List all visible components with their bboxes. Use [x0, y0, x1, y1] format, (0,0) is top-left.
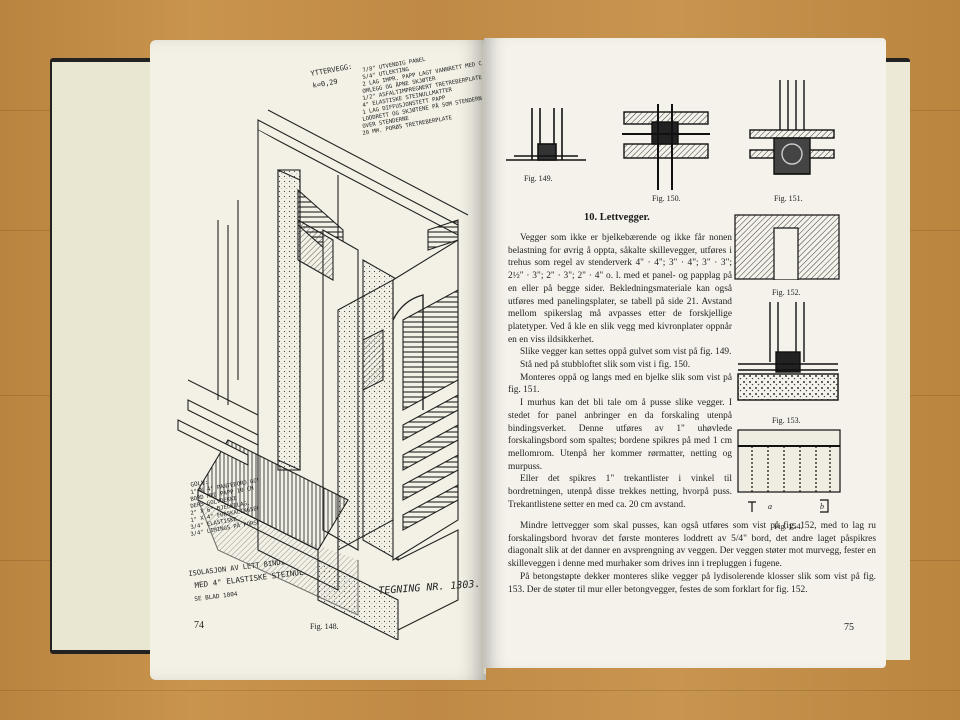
book-cover-left-edge: [52, 62, 162, 650]
fig-154-caption: Fig. 154.: [774, 522, 803, 531]
fig-152-drawing: [734, 214, 840, 280]
wall-notes-title: YTTERVEGG:: [310, 62, 353, 78]
fig-150-caption: Fig. 150.: [652, 194, 681, 203]
body-paragraph: I murhus kan det bli tale om å pusse sli…: [508, 398, 732, 472]
right-page-number: 75: [844, 622, 854, 633]
section-body: Vegger som ikke er bjelkebærende og ikke…: [508, 232, 732, 511]
body-paragraph: Slike vegger kan settes oppå gulvet som …: [520, 347, 732, 358]
section-heading: 10. Lettvegger.: [584, 212, 650, 223]
fig-150-drawing: [622, 104, 710, 190]
body-paragraph: Stå ned på stubbloftet slik som vist i f…: [520, 360, 691, 371]
body-paragraph: Eller det spikres 1" trekantlister i vin…: [508, 474, 732, 510]
fig-154-drawing: [737, 429, 841, 513]
body-paragraph: På betongstøpte dekker monteres slike ve…: [508, 571, 876, 595]
left-page-number: 74: [194, 620, 204, 631]
body-paragraph: Monteres oppå og langs med en bjelke sli…: [508, 372, 732, 396]
fig-151-caption: Fig. 151.: [774, 194, 803, 203]
wall-construction-drawing: [177, 109, 469, 640]
fig-148-caption: Fig. 148.: [310, 622, 339, 631]
fig-149-drawing: [506, 108, 586, 161]
fig-151-drawing: [749, 80, 835, 175]
section-body-wide: Mindre lettvegger som skal pusses, kan o…: [508, 520, 876, 596]
left-page: YTTERVEGG: k=0,29 7/8" UTVENDIG PANEL 5/…: [150, 40, 506, 680]
right-page: Fig. 149. Fig. 150.: [484, 38, 886, 668]
fig-152-caption: Fig. 152.: [772, 288, 801, 297]
fig-149-caption: Fig. 149.: [524, 174, 553, 183]
fig-154-label-b: b: [820, 502, 824, 511]
fig-153-caption: Fig. 153.: [772, 416, 801, 425]
fig-154-label-a: a: [768, 502, 772, 511]
body-paragraph: Vegger som ikke er bjelkebærende og ikke…: [508, 233, 732, 345]
body-paragraph: Mindre lettvegger som skal pusses, kan o…: [508, 521, 876, 570]
fig-153-drawing: [737, 302, 839, 401]
